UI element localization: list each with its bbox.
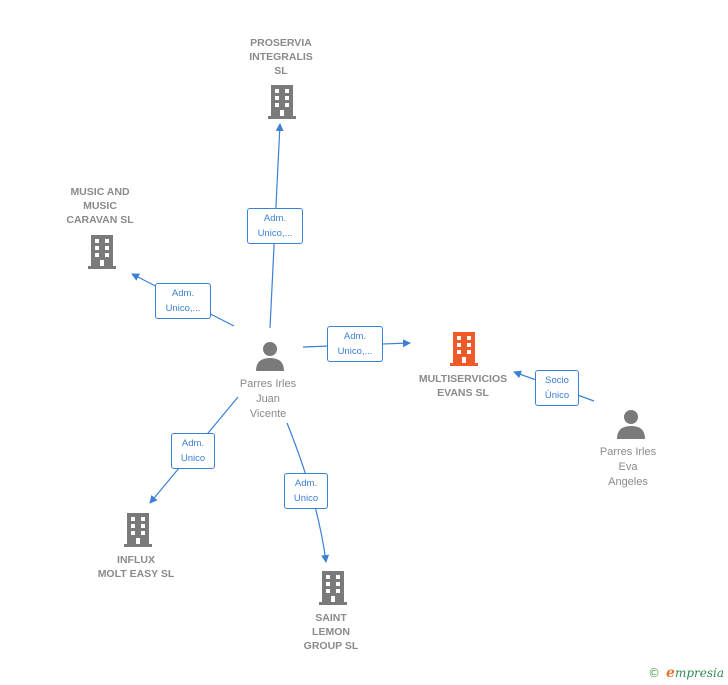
copyright-icon: ©	[648, 666, 661, 680]
building-icon-focus[interactable]	[450, 332, 478, 366]
edge-label-juan-music[interactable]: Adm. Unico,...	[155, 283, 211, 319]
node-label-saint[interactable]: SAINT LEMON GROUP SL	[303, 612, 359, 652]
person-icon[interactable]	[617, 410, 645, 439]
edge-label-juan-saint[interactable]: Adm. Unico	[284, 473, 328, 509]
brand-watermark: © empresia	[648, 665, 724, 681]
edge-label-eva-multiservicios[interactable]: Socio Único	[535, 370, 579, 406]
brand-initial: e	[666, 665, 675, 681]
brand-name: mpresia	[674, 666, 724, 680]
building-icon[interactable]	[319, 571, 347, 605]
node-label-juan[interactable]: Parres Irles Juan Vicente	[239, 378, 297, 420]
node-label-influx[interactable]: INFLUX MOLT EASY SL	[97, 554, 175, 580]
node-label-music[interactable]: MUSIC AND MUSIC CARAVAN SL	[66, 186, 134, 226]
edge-label-juan-multiservicios[interactable]: Adm. Unico,...	[327, 326, 383, 362]
node-label-multiservicios[interactable]: MULTISERVICIOS EVANS SL	[418, 373, 508, 399]
person-icon[interactable]	[256, 342, 284, 371]
edge-label-juan-proservia[interactable]: Adm. Unico,...	[247, 208, 303, 244]
building-icon[interactable]	[88, 235, 116, 269]
edge-label-juan-influx[interactable]: Adm. Unico	[171, 433, 215, 469]
node-label-eva[interactable]: Parres Irles Eva Angeles	[599, 446, 657, 488]
building-icon[interactable]	[268, 85, 296, 119]
node-label-proservia[interactable]: PROSERVIA INTEGRALIS SL	[249, 37, 313, 77]
building-icon[interactable]	[124, 513, 152, 547]
